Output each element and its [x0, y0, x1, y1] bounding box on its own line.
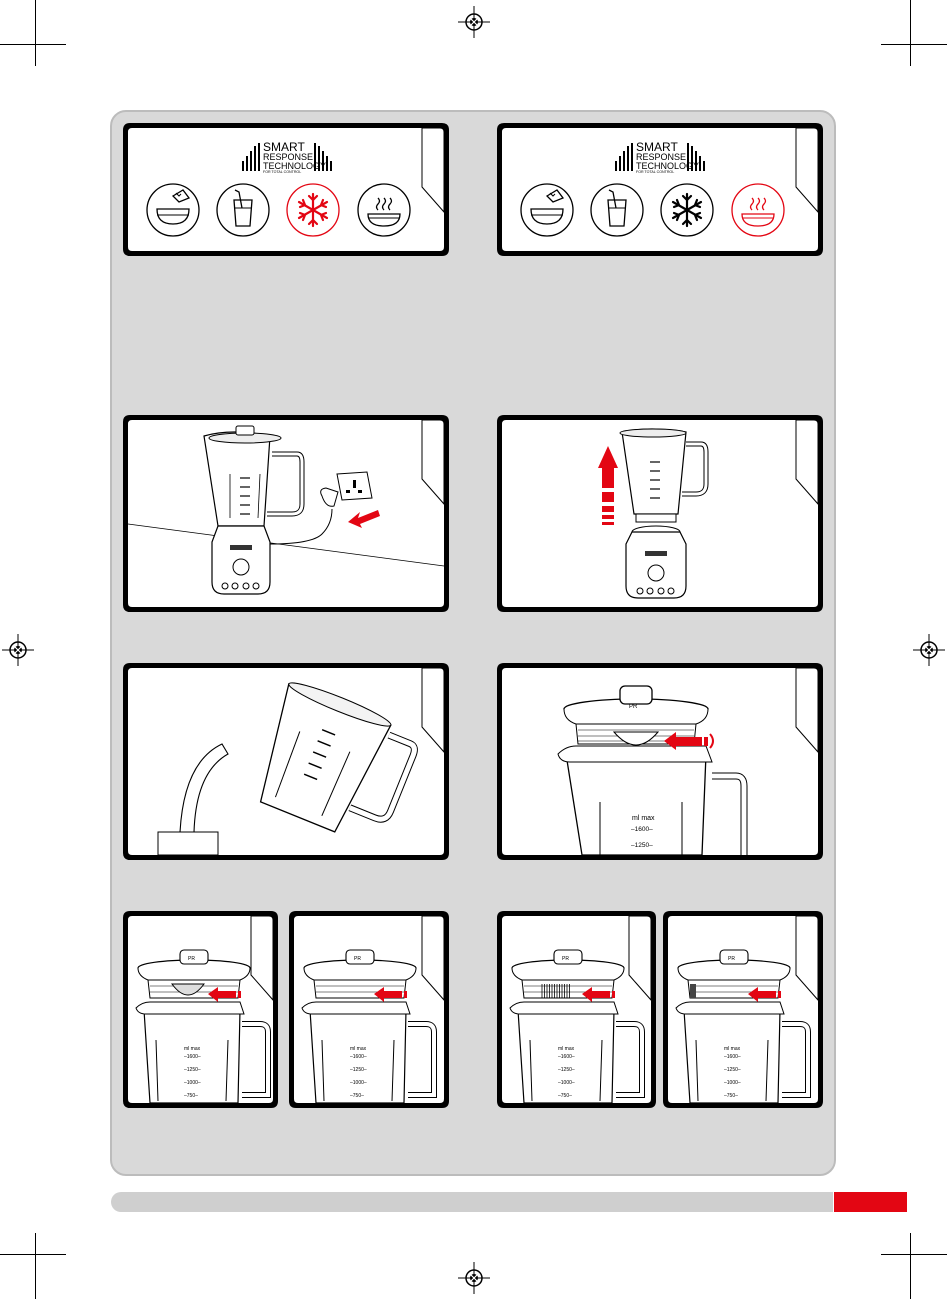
soup-icon — [730, 182, 786, 238]
lid-lock-illustration: ml max –1600– –1250– PR — [496, 662, 824, 861]
crush-icon — [145, 182, 201, 238]
jug-scale-label: –1600– — [558, 1054, 575, 1060]
step-card-pour — [122, 662, 450, 861]
crop-mark — [881, 44, 947, 45]
crop-mark — [910, 1233, 911, 1299]
ice-crush-icon — [285, 182, 341, 238]
jug-max-label: ml max — [632, 815, 655, 822]
crop-mark — [910, 0, 911, 66]
smart-response-logo: SMART RESPONSE TECHNOLOGY FOR TOTAL CONT… — [615, 137, 705, 175]
logo-bars-left — [615, 143, 633, 171]
ice-crush-icon — [659, 182, 715, 238]
logo-line4: FOR TOTAL CONTROL — [263, 171, 301, 175]
plug-in-illustration — [122, 414, 450, 613]
step-card-lid-small-3: ml max PR –1600– –1250– –1000– –750– — [496, 910, 657, 1109]
jug-scale-label: –750– — [558, 1093, 572, 1099]
jug-scale-label: –1250– — [350, 1067, 367, 1073]
jug-scale-label: –1600– — [631, 826, 653, 833]
jug-scale-label: –750– — [350, 1093, 364, 1099]
jug-max-label: ml max — [558, 1046, 575, 1052]
step-card-lid-lock: ml max –1600– –1250– PR — [496, 662, 824, 861]
jug-max-label: ml max — [184, 1046, 201, 1052]
jug-scale-label: –1600– — [350, 1054, 367, 1060]
jug-scale-label: –750– — [724, 1093, 738, 1099]
lid-small-illustration: ml max PR –1600– –1250– –1000– –750– — [662, 910, 824, 1109]
brand-mark: PR — [562, 956, 569, 962]
jug-scale-label: –1600– — [184, 1054, 201, 1060]
step-card-lid-small-1: ml max PR –1600– –1250– –1000– –750– — [122, 910, 279, 1109]
registration-mark — [913, 634, 945, 666]
jug-scale-label: –1000– — [350, 1080, 367, 1086]
crop-mark — [35, 0, 36, 66]
lift-jug-illustration — [496, 414, 824, 613]
registration-mark — [458, 1262, 490, 1294]
jug-scale-label: –750– — [184, 1093, 198, 1099]
logo-line4: FOR TOTAL CONTROL — [636, 171, 674, 175]
jug-scale-label: –1250– — [631, 842, 653, 849]
registration-mark — [458, 6, 490, 38]
crop-mark — [0, 1254, 66, 1255]
jug-max-label: ml max — [724, 1046, 741, 1052]
step-card-lift-jug — [496, 414, 824, 613]
lid-small-illustration: ml max PR –1600– –1250– –1000– –750– — [122, 910, 279, 1109]
crop-mark — [0, 44, 66, 45]
jug-scale-label: –1250– — [558, 1067, 575, 1073]
jug-scale-label: –1000– — [184, 1080, 201, 1086]
crush-icon — [519, 182, 575, 238]
brand-mark: PR — [354, 956, 361, 962]
registration-mark — [2, 634, 34, 666]
logo-bars-left — [242, 143, 260, 171]
jug-max-label: ml max — [350, 1046, 367, 1052]
crop-mark — [881, 1254, 947, 1255]
soup-icon — [356, 182, 412, 238]
crop-mark — [35, 1233, 36, 1299]
pour-illustration — [122, 662, 450, 861]
jug-scale-label: –1250– — [724, 1067, 741, 1073]
smoothie-icon — [589, 182, 645, 238]
brand-mark: PR — [629, 704, 638, 710]
jug-scale-label: –1000– — [724, 1080, 741, 1086]
jug-scale-label: –1600– — [724, 1054, 741, 1060]
brand-mark: PR — [728, 956, 735, 962]
step-card-plug-in — [122, 414, 450, 613]
page-number-tab — [834, 1192, 907, 1212]
jug-scale-label: –1250– — [184, 1067, 201, 1073]
smart-response-logo: SMART RESPONSE TECHNOLOGY FOR TOTAL CONT… — [242, 137, 332, 175]
step-card-lid-small-4: ml max PR –1600– –1250– –1000– –750– — [662, 910, 824, 1109]
lid-small-illustration: ml max PR –1600– –1250– –1000– –750– — [288, 910, 450, 1109]
smoothie-icon — [215, 182, 271, 238]
brand-mark: PR — [188, 956, 195, 962]
step-card-lid-small-2: ml max PR –1600– –1250– –1000– –750– — [288, 910, 450, 1109]
lid-small-illustration: ml max PR –1600– –1250– –1000– –750– — [496, 910, 657, 1109]
jug-scale-label: –1000– — [558, 1080, 575, 1086]
footer-bar — [111, 1192, 833, 1212]
